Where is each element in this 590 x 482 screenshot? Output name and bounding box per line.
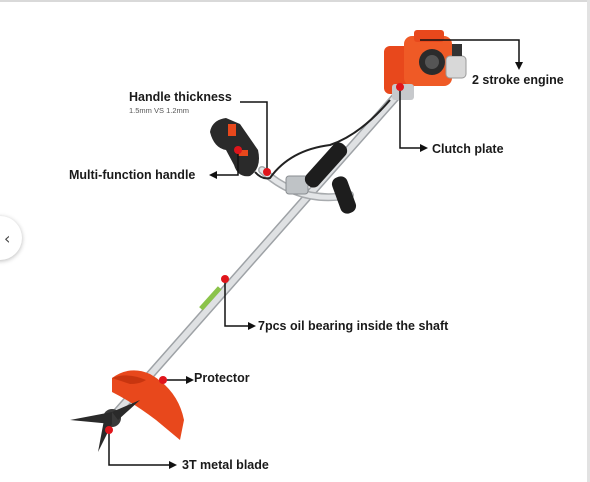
blade-label: 3T metal blade	[182, 458, 269, 472]
handle-switch	[228, 124, 236, 136]
clutch-label: Clutch plate	[432, 142, 504, 156]
clutch-line	[399, 87, 424, 149]
handle-thickness-line	[240, 101, 268, 172]
bearing-line	[224, 279, 252, 327]
main-shaft	[109, 89, 403, 421]
shaft-grip	[304, 142, 348, 188]
blade-marker	[105, 426, 113, 434]
blade-tooth-3	[98, 420, 112, 452]
previous-image-button[interactable]: ‹	[0, 216, 22, 260]
handle-thickness-detail: 1.5mm VS 1.2mm	[129, 106, 190, 115]
callout-lines	[108, 39, 520, 466]
handle-thickness-label: Handle thickness	[129, 90, 232, 104]
handle-thickness-marker	[263, 168, 271, 176]
handlebar-clamp	[285, 175, 309, 195]
engine-unit	[384, 30, 467, 100]
blade-tooth-2	[112, 400, 140, 420]
engine-label: 2 stroke engine	[472, 73, 564, 87]
engine-line	[420, 39, 520, 65]
handle-line	[212, 150, 239, 176]
blade-tooth-1	[70, 412, 112, 424]
callout-arrows	[169, 62, 523, 469]
handle-label: Multi-function handle	[69, 168, 196, 182]
frame-top-border	[0, 0, 590, 2]
protector-label: Protector	[194, 371, 250, 385]
protector-guard	[112, 370, 184, 440]
frame-right-border	[587, 0, 590, 482]
chevron-left-icon: ‹	[4, 229, 11, 248]
multi-function-handle	[210, 118, 259, 177]
clutch-marker	[396, 83, 404, 91]
bearing-label: 7pcs oil bearing inside the shaft	[258, 319, 449, 333]
handle-marker	[234, 146, 242, 154]
right-grip	[331, 176, 357, 214]
bearing-marker	[221, 275, 229, 283]
throttle-cable	[254, 99, 391, 180]
blade-line	[108, 430, 173, 466]
shaft-decal	[199, 286, 222, 311]
protector-marker	[159, 376, 167, 384]
callout-markers	[105, 83, 404, 434]
